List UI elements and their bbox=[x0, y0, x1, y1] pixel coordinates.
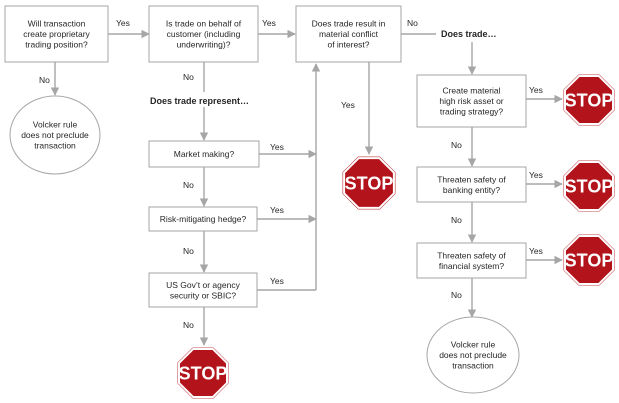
svg-text:Market making?: Market making? bbox=[174, 149, 235, 159]
label-no: No bbox=[183, 72, 194, 82]
label-no: No bbox=[183, 320, 194, 330]
label-yes: Yes bbox=[529, 170, 543, 180]
label-yes: Yes bbox=[270, 205, 284, 215]
stop-sign-icon: STOP bbox=[177, 347, 229, 399]
label-no: No bbox=[183, 180, 194, 190]
label-no: No bbox=[407, 18, 418, 28]
label-yes: Yes bbox=[529, 85, 543, 95]
header-does-trade: Does trade… bbox=[441, 29, 497, 39]
label-yes: Yes bbox=[270, 142, 284, 152]
label-no: No bbox=[39, 75, 50, 85]
label-yes: Yes bbox=[270, 276, 284, 286]
label-no: No bbox=[183, 246, 194, 256]
stop-label: STOP bbox=[565, 177, 614, 197]
stop-label: STOP bbox=[179, 364, 228, 384]
stop-label: STOP bbox=[345, 174, 394, 194]
label-no: No bbox=[451, 140, 462, 150]
decision-risk-mitigating-hedge: Risk-mitigating hedge? bbox=[148, 206, 258, 232]
svg-text:Risk-mitigating hedge?: Risk-mitigating hedge? bbox=[160, 214, 247, 224]
header-does-trade-represent: Does trade represent… bbox=[150, 96, 249, 106]
label-no: No bbox=[451, 215, 462, 225]
label-yes: Yes bbox=[341, 100, 355, 110]
stop-label: STOP bbox=[565, 251, 614, 271]
stop-sign-icon: STOP bbox=[563, 234, 615, 286]
edge-labels: Yes No Yes No No Yes No Yes No Yes No Ye… bbox=[39, 18, 543, 330]
label-yes: Yes bbox=[262, 18, 276, 28]
label-no: No bbox=[451, 290, 462, 300]
label-yes: Yes bbox=[529, 246, 543, 256]
stop-sign-icon: STOP bbox=[563, 160, 615, 212]
stop-label: STOP bbox=[565, 91, 614, 111]
decision-market-making: Market making? bbox=[148, 140, 260, 168]
stop-sign-icon: STOP bbox=[342, 156, 396, 210]
connectors bbox=[50, 29, 563, 346]
label-yes: Yes bbox=[116, 18, 130, 28]
stop-sign-icon: STOP bbox=[563, 74, 615, 126]
